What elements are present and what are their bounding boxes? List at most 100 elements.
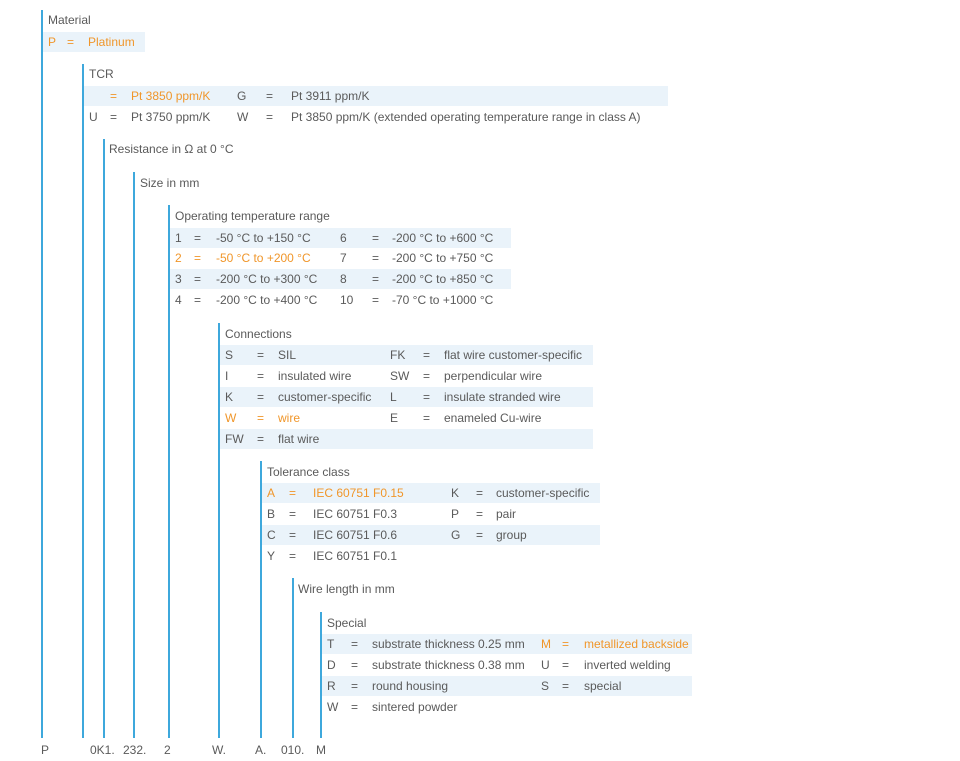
special-code: W — [327, 700, 339, 714]
conn-value: insulate stranded wire — [444, 390, 561, 404]
conn-band-5 — [220, 429, 593, 449]
size-title: Size in mm — [140, 176, 200, 190]
special-title: Special — [327, 616, 367, 630]
optemp-code: 6 — [340, 231, 347, 245]
special-equals: = — [351, 658, 359, 672]
conn-value: flat wire customer-specific — [444, 348, 583, 362]
resistance-line — [103, 139, 105, 738]
optemp-code: 1 — [175, 231, 182, 245]
optemp-value: -200 °C to +300 °C — [216, 272, 318, 286]
order-code-material: P — [41, 743, 50, 757]
special-equals: = — [562, 637, 570, 651]
connections-title: Connections — [225, 327, 292, 341]
order-code-tcr-resistance: 0K1. — [90, 743, 115, 757]
order-code-special: M — [316, 743, 326, 757]
optemp-band-3 — [170, 269, 511, 289]
special-code: T — [327, 637, 335, 651]
optemp-band-1 — [170, 228, 511, 248]
special-band-3 — [322, 676, 692, 696]
conn-code: FK — [390, 348, 406, 362]
conn-value: wire — [278, 411, 301, 425]
tol-equals: = — [289, 507, 297, 521]
tol-value: IEC 60751 F0.15 — [313, 486, 404, 500]
conn-equals: = — [423, 390, 431, 404]
conn-code: E — [390, 411, 399, 425]
tcr-equals: = — [266, 110, 274, 124]
wire-length-title: Wire length in mm — [298, 582, 395, 596]
tcr-equals: = — [110, 110, 118, 124]
tol-band-1 — [262, 483, 600, 503]
special-value: sintered powder — [372, 700, 458, 714]
conn-equals: = — [257, 390, 265, 404]
special-value: special — [584, 679, 622, 693]
tcr-value: Pt 3750 ppm/K — [131, 110, 211, 124]
conn-equals: = — [257, 348, 265, 362]
tol-code: P — [451, 507, 460, 521]
conn-equals: = — [423, 348, 431, 362]
operating-temp-title: Operating temperature range — [175, 209, 330, 223]
conn-code: K — [225, 390, 234, 404]
conn-equals: = — [423, 369, 431, 383]
optemp-value: -200 °C to +400 °C — [216, 293, 318, 307]
special-equals: = — [351, 679, 359, 693]
size-line — [133, 172, 135, 738]
conn-value: customer-specific — [278, 390, 372, 404]
tol-equals: = — [289, 486, 297, 500]
optemp-equals: = — [194, 272, 202, 286]
tol-code: K — [451, 486, 460, 500]
optemp-value: -50 °C to +150 °C — [216, 231, 311, 245]
conn-value: SIL — [278, 348, 297, 362]
special-code: M — [541, 637, 551, 651]
material-band — [43, 32, 145, 52]
tol-code: A — [267, 486, 276, 500]
optemp-equals: = — [372, 272, 380, 286]
special-code: U — [541, 658, 550, 672]
conn-code: W — [225, 411, 237, 425]
conn-code: FW — [225, 432, 244, 446]
conn-equals: = — [423, 411, 431, 425]
tcr-equals: = — [110, 89, 118, 103]
optemp-code: 2 — [175, 251, 182, 265]
conn-value: enameled Cu-wire — [444, 411, 542, 425]
optemp-code: 7 — [340, 251, 347, 265]
tol-value: group — [496, 528, 527, 542]
optemp-value: -50 °C to +200 °C — [216, 251, 311, 265]
tol-code: B — [267, 507, 276, 521]
connections-line — [218, 323, 220, 738]
wire-length-line — [292, 578, 294, 738]
order-code-temp: 2 — [164, 743, 171, 757]
conn-value: insulated wire — [278, 369, 352, 383]
conn-code: L — [390, 390, 397, 404]
tol-value: IEC 60751 F0.6 — [313, 528, 398, 542]
special-value: substrate thickness 0.25 mm — [372, 637, 525, 651]
conn-band-1 — [220, 345, 593, 365]
conn-equals: = — [257, 411, 265, 425]
material-equals: = — [67, 35, 75, 49]
order-code-connection: W. — [212, 743, 226, 757]
optemp-value: -200 °C to +600 °C — [392, 231, 494, 245]
conn-equals: = — [257, 369, 265, 383]
tol-value: customer-specific — [496, 486, 590, 500]
optemp-code: 10 — [340, 293, 354, 307]
conn-code: I — [225, 369, 229, 383]
material-code: P — [48, 35, 57, 49]
tolerance-title: Tolerance class — [267, 465, 350, 479]
tcr-equals: = — [266, 89, 274, 103]
optemp-code: 3 — [175, 272, 182, 286]
tol-code: C — [267, 528, 276, 542]
tol-value: IEC 60751 F0.3 — [313, 507, 398, 521]
conn-equals: = — [257, 432, 265, 446]
tol-code: G — [451, 528, 461, 542]
special-line — [320, 612, 322, 738]
special-band-1 — [322, 634, 692, 654]
special-equals: = — [562, 658, 570, 672]
special-value: substrate thickness 0.38 mm — [372, 658, 525, 672]
tcr-band-1 — [84, 86, 668, 106]
conn-band-3 — [220, 387, 593, 407]
tcr-value: Pt 3850 ppm/K — [131, 89, 211, 103]
optemp-equals: = — [194, 251, 202, 265]
optemp-equals: = — [372, 231, 380, 245]
tcr-line — [82, 64, 84, 738]
order-code-size: 232. — [123, 743, 147, 757]
tol-equals: = — [476, 528, 484, 542]
